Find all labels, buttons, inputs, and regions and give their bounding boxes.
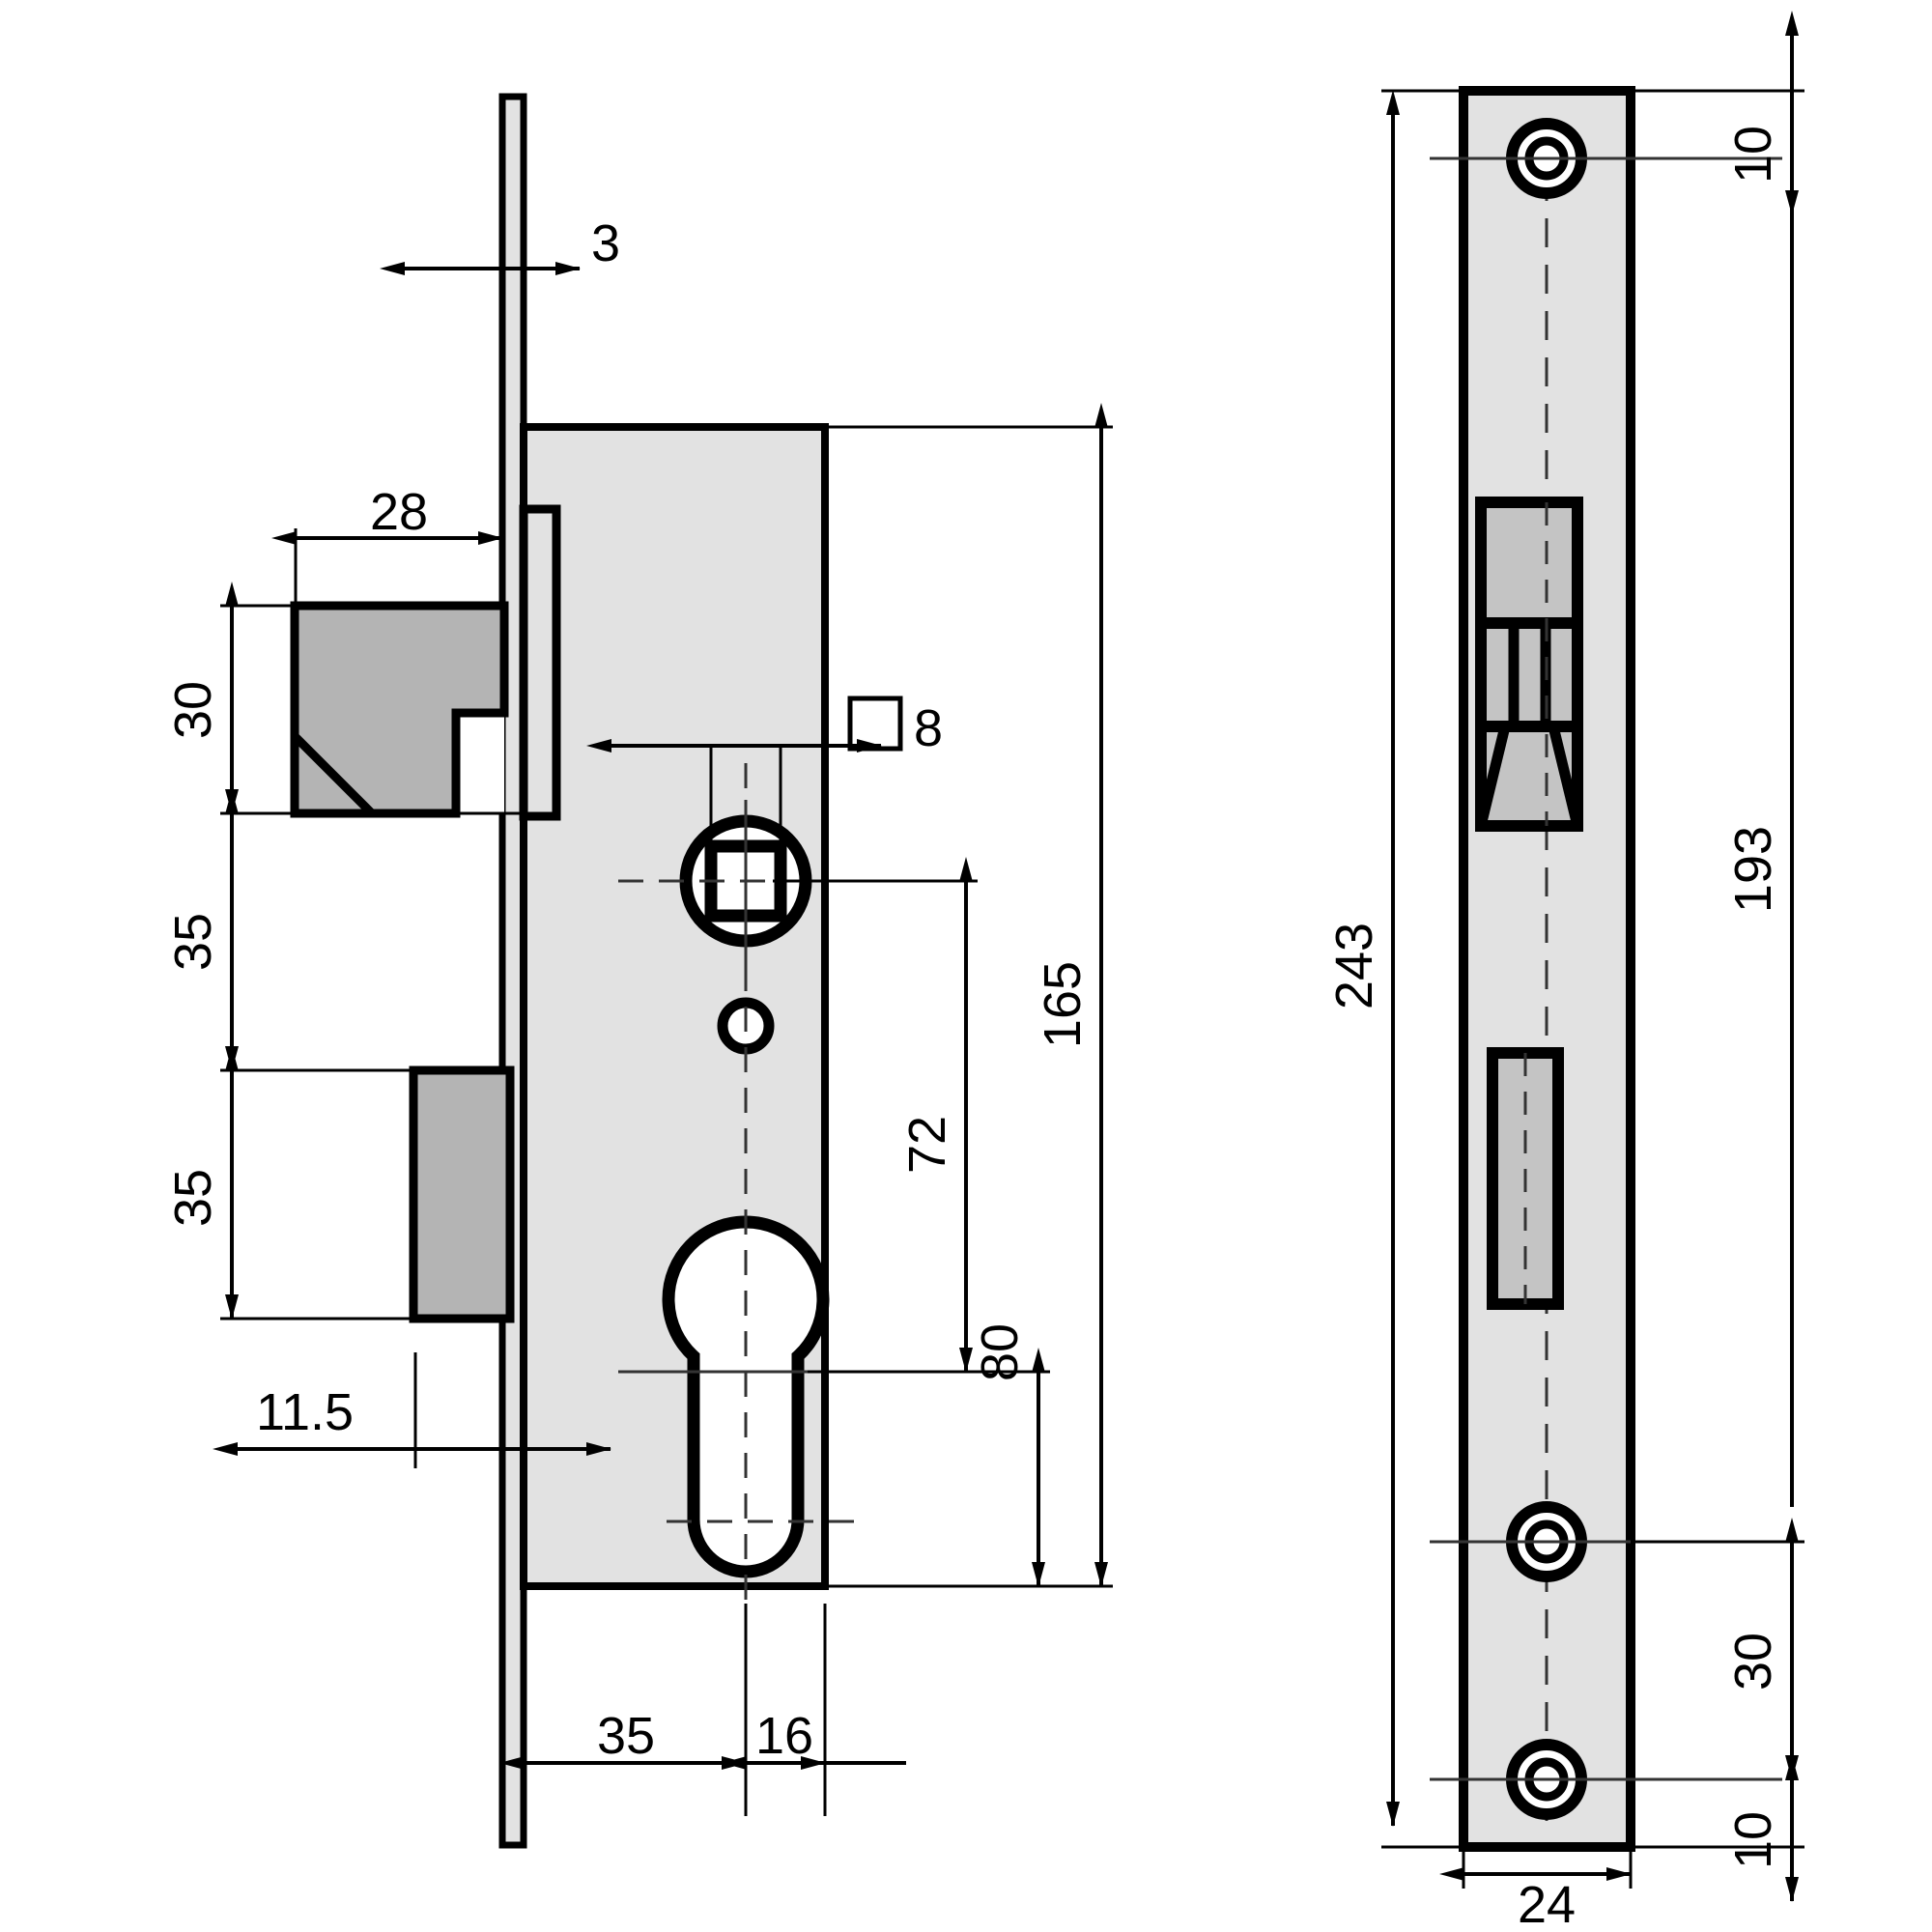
dim-10-bot-label: 10	[1724, 1811, 1782, 1869]
dim-28-label: 28	[370, 483, 428, 541]
dim-30-side-label: 30	[1724, 1633, 1782, 1690]
dim-10-top-label: 10	[1724, 126, 1782, 184]
dim-193-label: 193	[1724, 826, 1782, 913]
dim-35a-label: 35	[164, 913, 222, 971]
dim-72-label: 72	[898, 1116, 956, 1174]
side-view-group: 10 243 193 30 10 24	[1325, 11, 1804, 1932]
dim-3-label: 3	[591, 214, 620, 272]
front-view-group: 3 28 30 35 35 8 165 72	[164, 93, 1113, 1849]
dim-243-label: 243	[1325, 923, 1383, 1009]
dim-35c-label: 35	[597, 1707, 655, 1765]
dim-16-label: 16	[755, 1707, 813, 1765]
deadbolt	[409, 1065, 515, 1323]
latch-bolt-outline	[290, 601, 509, 818]
latch-follower-slot	[519, 504, 561, 821]
dim-165-label: 165	[1034, 961, 1092, 1048]
square-symbol-icon	[847, 696, 903, 752]
latch-bolt-tail	[456, 713, 504, 813]
latch-aperture-taper-left	[1475, 724, 1511, 828]
dim-80-label: 80	[971, 1323, 1029, 1381]
dim-8-label: 8	[914, 699, 943, 757]
dim-30-label: 30	[164, 681, 222, 739]
dim-35b-label: 35	[164, 1169, 222, 1227]
latch-aperture-taper-right	[1548, 724, 1583, 828]
dim-115-label: 11.5	[256, 1383, 354, 1441]
dim-24-label: 24	[1518, 1876, 1576, 1932]
